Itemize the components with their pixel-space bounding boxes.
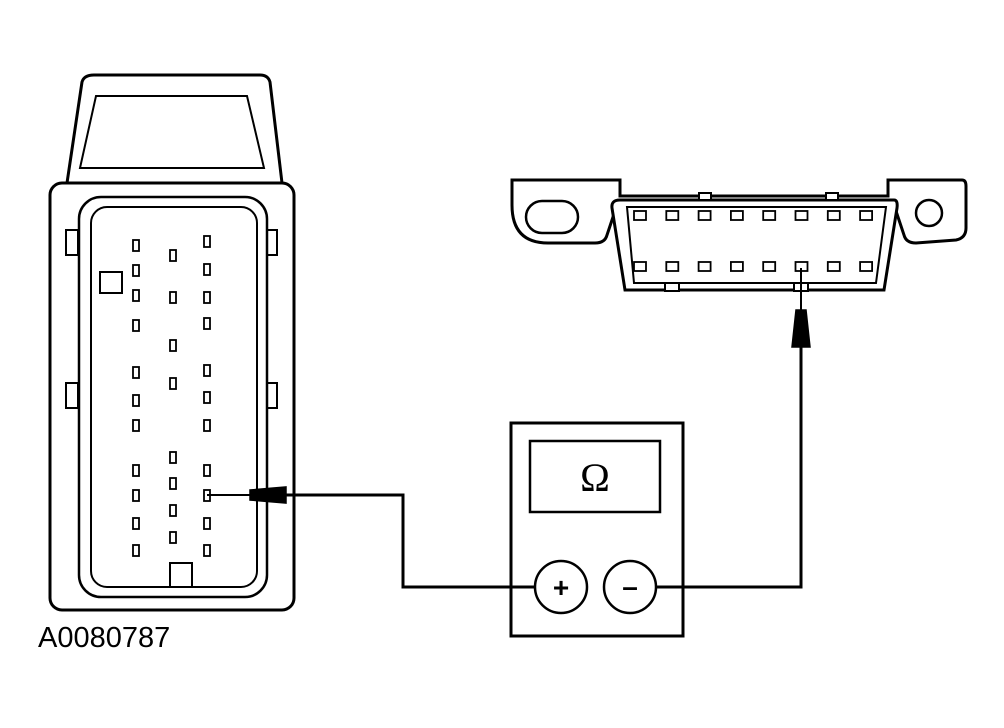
module-pin [203,544,211,557]
connector-key-bottom [169,562,193,588]
module-pin [169,451,177,464]
dlc-connector [510,178,968,292]
positive-probe-body [249,486,287,504]
test-leads [207,268,811,589]
negative-probe-body [791,309,811,348]
dlc-pin [665,210,680,221]
module-pin [203,291,211,304]
connector-tab-left-bottom [65,382,79,409]
module-pin [203,517,211,530]
meter-positive-label: + [553,572,569,603]
module-pin [132,239,140,252]
module-pin [203,391,211,404]
dlc-key-top-right [825,192,839,201]
meter-display [528,439,662,514]
dlc-flange [510,178,968,245]
dlc-pin [697,261,712,272]
negative-test-lead-wire [656,347,803,589]
connector-key-side [99,271,123,294]
module-pin [169,504,177,517]
connector-tab-left-top [65,229,79,256]
module-pin [132,366,140,379]
module-pin [203,235,211,248]
module-pin [132,517,140,530]
module-pin [203,317,211,330]
module-pin [132,464,140,477]
dlc-pin [826,261,841,272]
module-pin [132,489,140,502]
module-pin [132,419,140,432]
dlc-pin [859,210,873,221]
dlc-pin [762,210,777,221]
module-pin [132,319,140,332]
module-pin [132,544,140,557]
module-pin [132,394,140,407]
dlc-pins [633,210,873,272]
positive-test-lead-wire [286,493,535,589]
module-pin [132,289,140,302]
module-pin [169,249,177,262]
meter-negative-label: – [622,571,638,602]
dlc-pin [794,210,809,221]
dlc-pin [665,261,680,272]
module-pin [169,339,177,352]
dlc-pin [859,261,873,272]
dlc-mount-slot [524,199,580,235]
dlc-pin [730,261,744,272]
module-pin [169,477,177,490]
module-pin [169,291,177,304]
dlc-key-top-left [698,192,712,201]
module-pin [203,364,211,377]
dlc-pin [697,210,712,221]
module-pin [203,419,211,432]
module-pin [169,531,177,544]
module-connector [48,73,296,612]
module-pin [203,263,211,276]
ohmmeter: Ω + – [509,421,685,638]
dlc-pin [633,210,647,221]
dlc-pin [826,210,841,221]
dlc-key-bottom-left [664,282,680,292]
module-pin [169,377,177,390]
meter-display-omega-symbol: Ω [580,455,610,500]
dlc-mount-hole [914,198,944,228]
module-pin [203,464,211,477]
dlc-pin [762,261,777,272]
module-pin [132,264,140,277]
connector-face-inner [90,206,258,588]
figure-reference-code: A0080787 [38,622,171,654]
connector-latch-inner [78,95,266,169]
dlc-pin [633,261,647,272]
dlc-pin [730,210,744,221]
dlc-socket-inner [625,206,888,284]
